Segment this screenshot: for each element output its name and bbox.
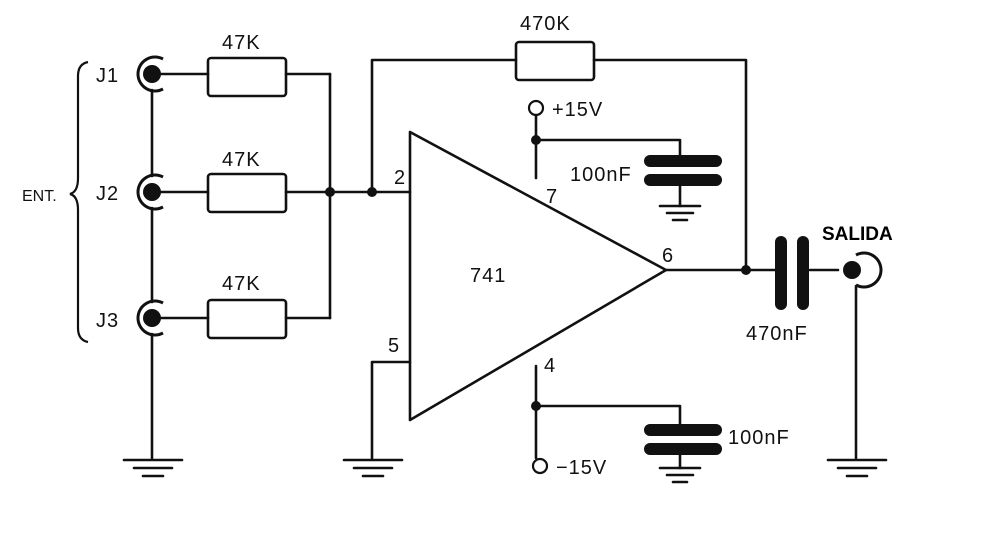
resistor-feedback-value: 470K bbox=[520, 13, 571, 35]
junction-vpos bbox=[531, 135, 541, 145]
resistor-r3 bbox=[206, 298, 288, 340]
vneg-label: −15V bbox=[556, 457, 607, 479]
wire-pin5-ground bbox=[370, 360, 412, 460]
input-group-label: ENT. bbox=[22, 188, 57, 205]
wire-feedback bbox=[370, 58, 748, 272]
resistor-r1 bbox=[206, 56, 288, 98]
cap-vpos bbox=[644, 155, 722, 222]
jack-j1 bbox=[136, 55, 164, 93]
junction-summing bbox=[325, 187, 335, 197]
jack-j1-label: J1 bbox=[96, 65, 119, 87]
jack-j3 bbox=[136, 299, 164, 337]
resistor-r2-value: 47K bbox=[222, 149, 261, 171]
pin-2-label: 2 bbox=[394, 167, 406, 189]
vpos-terminal bbox=[527, 99, 545, 117]
jack-j3-label: J3 bbox=[96, 310, 119, 332]
pin-6-label: 6 bbox=[662, 245, 674, 267]
junction-vneg bbox=[531, 401, 541, 411]
junction-output bbox=[741, 265, 751, 275]
ground-symbol-inputs bbox=[122, 458, 184, 478]
resistor-feedback bbox=[514, 40, 596, 82]
cap-vneg-value: 100nF bbox=[728, 427, 790, 449]
pin-7-label: 7 bbox=[546, 186, 558, 208]
pin-5-label: 5 bbox=[388, 335, 400, 357]
jack-j2-label: J2 bbox=[96, 183, 119, 205]
cap-vpos-value: 100nF bbox=[570, 164, 632, 186]
resistor-r2 bbox=[206, 172, 288, 214]
vpos-label: +15V bbox=[552, 99, 603, 121]
resistor-r3-value: 47K bbox=[222, 273, 261, 295]
cap-vneg bbox=[644, 424, 722, 484]
wire-vpos bbox=[534, 113, 682, 180]
input-bracket bbox=[69, 60, 89, 344]
opamp-label: 741 bbox=[470, 265, 506, 287]
cap-output-value: 470nF bbox=[746, 323, 808, 345]
pin-4-label: 4 bbox=[544, 355, 556, 377]
jack-j2 bbox=[136, 173, 164, 211]
wire-vneg bbox=[534, 364, 682, 460]
opamp-741 bbox=[408, 130, 668, 422]
ground-symbol-pin5 bbox=[342, 458, 404, 478]
cap-output bbox=[775, 236, 809, 310]
output-label: SALIDA bbox=[822, 224, 893, 245]
resistor-r1-value: 47K bbox=[222, 32, 261, 54]
vneg-terminal bbox=[531, 457, 549, 475]
jack-output bbox=[843, 251, 883, 289]
ground-symbol-output bbox=[826, 458, 888, 478]
